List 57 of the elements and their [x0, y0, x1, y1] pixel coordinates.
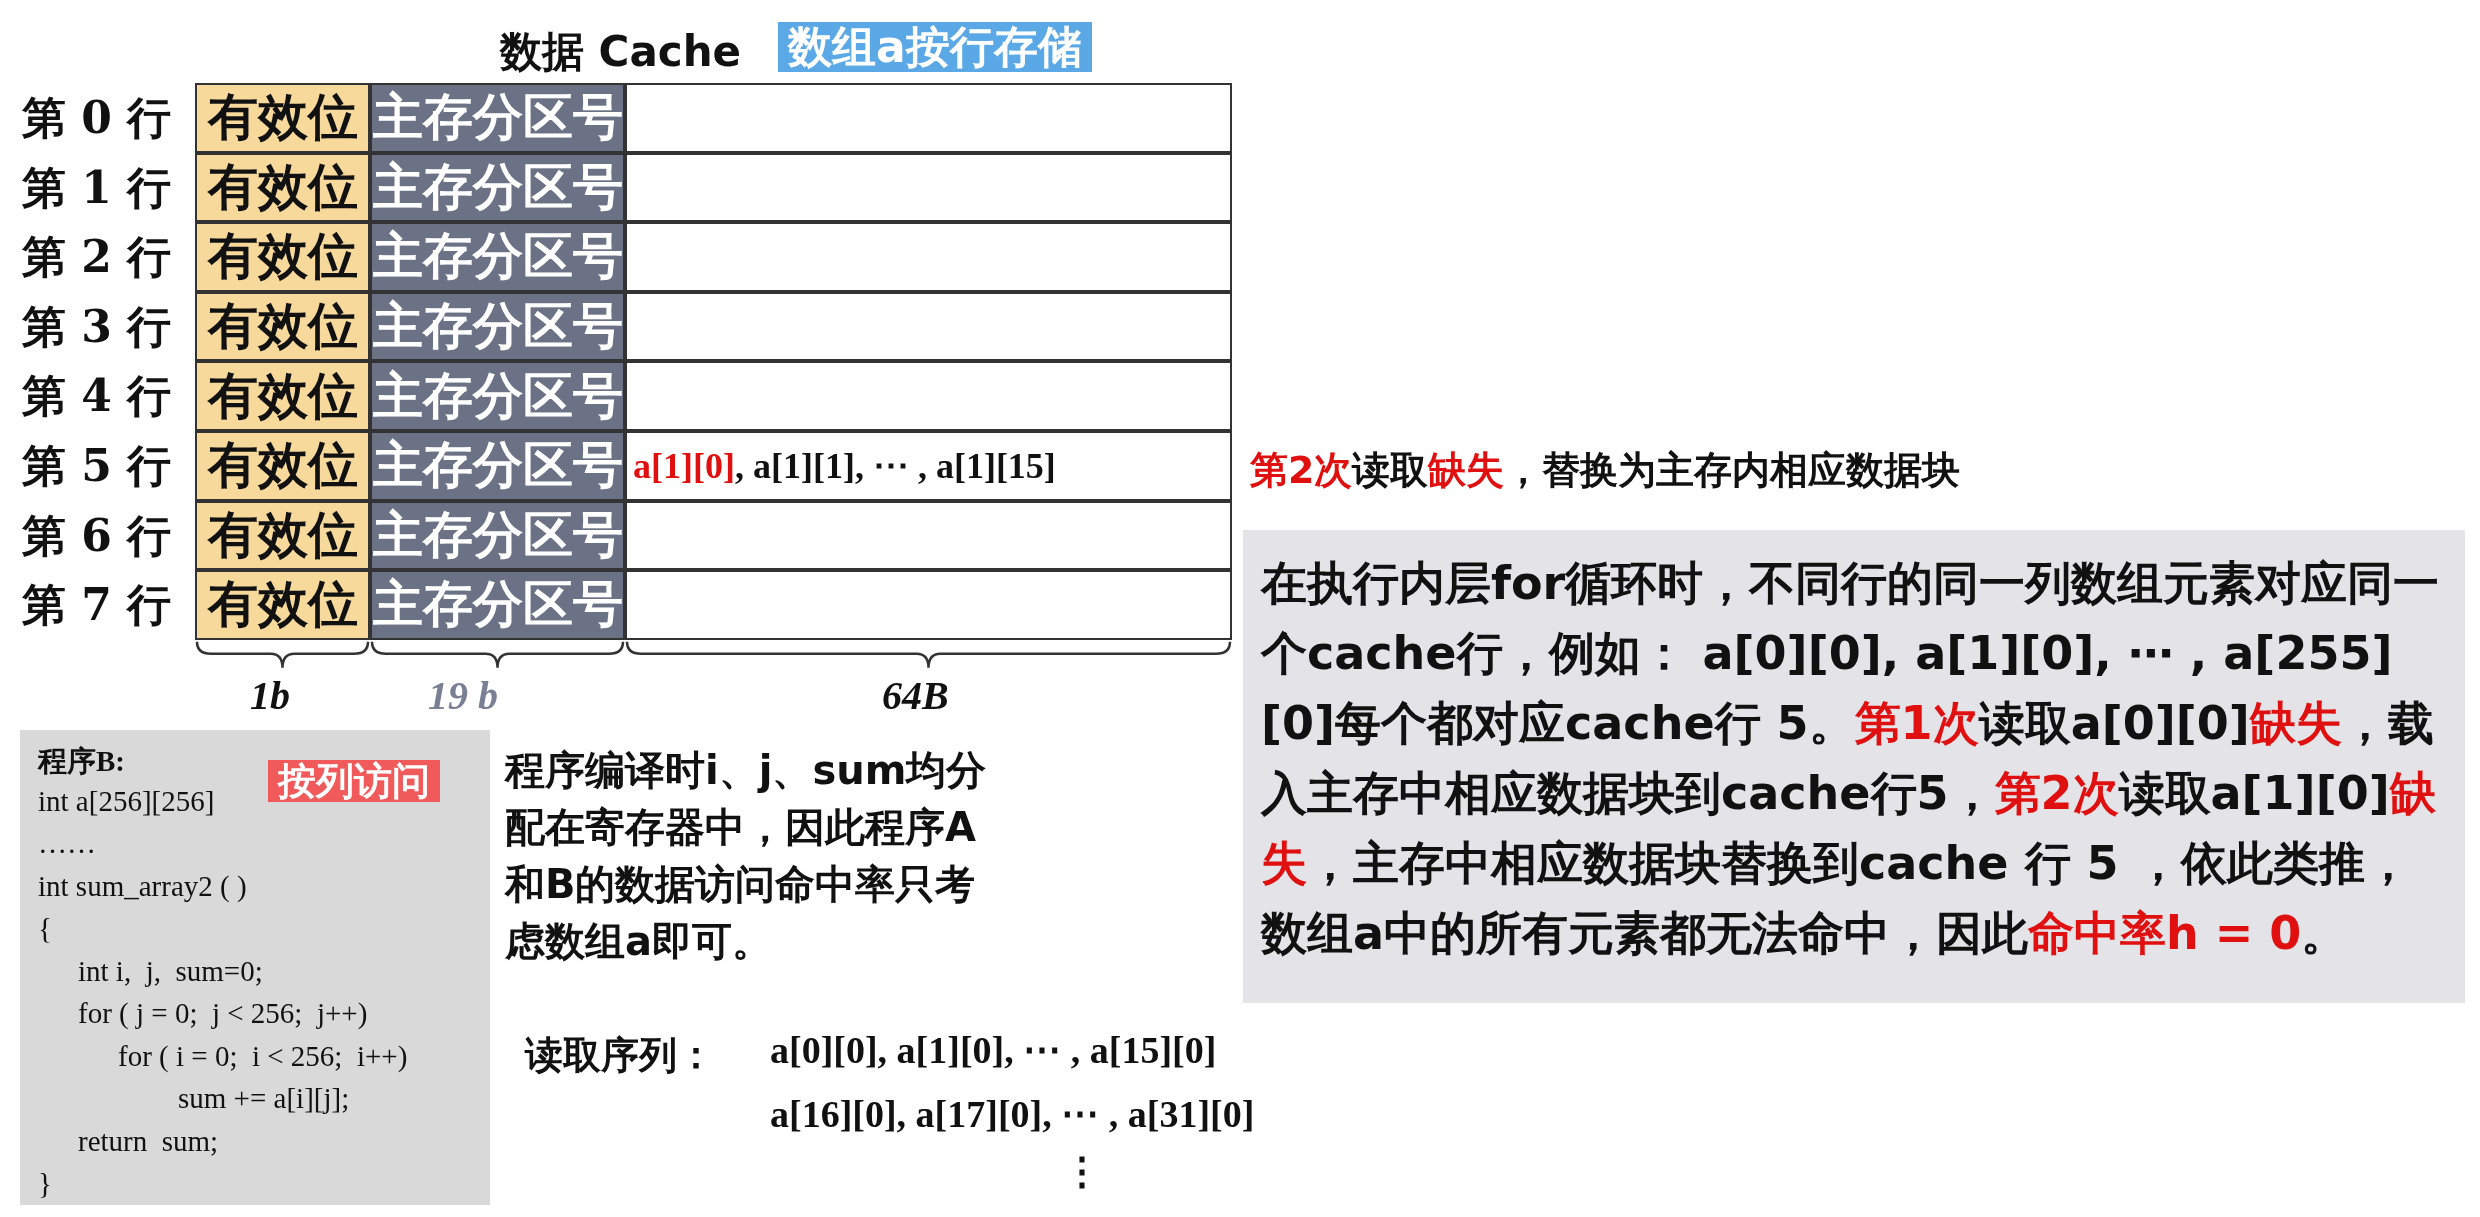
code-line: } — [38, 1167, 52, 1200]
code-line: 程序B: — [38, 744, 125, 779]
code-line: return sum; — [78, 1124, 219, 1158]
code-line: int sum_array2 ( ) — [38, 869, 247, 903]
sequence-text: a[16][0], a[17][0], ⋯ , a[31][0] — [770, 1092, 1255, 1136]
table-cell — [625, 570, 1232, 640]
table-cell — [625, 83, 1232, 153]
row-label: 第 3 行 — [22, 299, 172, 354]
text-panel: 在执行内层for循环时，不同行的同一列数组元素对应同一个cache行，例如： a[0][0], a[1][0], ⋯ , a[255][0]每个都对应cache行 5。第1次读取a[0][0]缺失，载入主存中相应数据块到cache行5，第2次读取a[1][0]缺失，主存中相应数据块替换到cache 行 5 ，依此类推，数组a中的所有元素都无法命中，因此命中率h = 0。 — [1243, 530, 2465, 1003]
code-panel — [20, 730, 490, 1205]
code-line: for ( j = 0; j < 256; j++) — [78, 997, 368, 1030]
ellipsis: ⋮ — [1063, 1150, 1101, 1194]
table-cell: 主存分区号 — [370, 431, 625, 501]
table-cell: 有效位 — [195, 291, 370, 362]
table-cell — [625, 222, 1232, 292]
table-cell: 主存分区号 — [370, 291, 625, 362]
table-cell: 有效位 — [195, 500, 370, 571]
row-label: 第 7 行 — [22, 578, 172, 633]
table-cell — [625, 500, 1232, 571]
row-label: 第 2 行 — [22, 230, 172, 285]
code-line: …… — [38, 827, 96, 860]
code-line: int a[256][256] — [38, 784, 215, 818]
table-cell: 有效位 — [195, 152, 370, 223]
note-text: 第2次读取缺失，替换为主存内相应数据块 — [1250, 447, 1961, 494]
row-label: 第 0 行 — [22, 91, 172, 145]
table-cell — [625, 291, 1232, 362]
row-label: 第 1 行 — [22, 160, 172, 215]
table-cell: 主存分区号 — [370, 83, 625, 153]
table-cell: 主存分区号 — [370, 500, 625, 571]
width-label: 64B — [882, 672, 949, 719]
table-cell: 主存分区号 — [370, 361, 625, 431]
table-cell: 主存分区号 — [370, 222, 625, 292]
table-cell — [625, 152, 1232, 223]
diagram-title: 数据 Cache — [500, 26, 742, 78]
width-label: 1b — [250, 672, 290, 719]
width-label: 19 b — [428, 672, 498, 719]
row-label: 第 4 行 — [22, 369, 172, 424]
table-cell: 有效位 — [195, 361, 370, 431]
table-cell: 有效位 — [195, 570, 370, 640]
row-label: 第 6 行 — [22, 508, 172, 563]
code-line: int i, j, sum=0; — [78, 954, 263, 988]
table-cell: 有效位 — [195, 83, 370, 153]
sequence-label: 读取序列： — [525, 1032, 715, 1079]
table-cell: 有效位 — [195, 222, 370, 292]
code-line: { — [38, 912, 52, 945]
note-text: 程序编译时i、j、sum均分配在寄存器中，因此程序A和B的数据访问命中率只考虑数组a即可。 — [505, 746, 988, 966]
table-cell: 有效位 — [195, 431, 370, 501]
code-line: sum += a[i][j]; — [178, 1082, 350, 1115]
table-cell: 主存分区号 — [370, 570, 625, 640]
table-cell: 主存分区号 — [370, 152, 625, 223]
code-line: for ( i = 0; i < 256; i++) — [118, 1039, 408, 1073]
table-cell — [625, 361, 1232, 431]
tag-badge: 按列访问 — [268, 760, 440, 802]
row-label: 第 5 行 — [22, 439, 172, 493]
tag-badge: 数组a按行存储 — [778, 22, 1092, 72]
table-cell: a[1][0], a[1][1], ⋯ , a[1][15] — [625, 431, 1232, 501]
sequence-text: a[0][0], a[1][0], ⋯ , a[15][0] — [770, 1028, 1217, 1072]
